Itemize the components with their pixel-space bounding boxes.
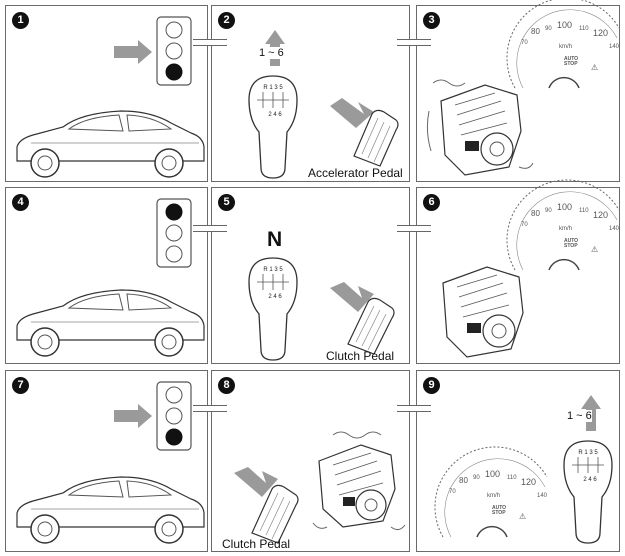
car-icon [16, 289, 205, 357]
engine-icon [442, 266, 524, 358]
car-icon [16, 476, 205, 544]
gear-pattern-top: R 1 3 5 [578, 450, 598, 456]
svg-text:90: 90 [545, 26, 552, 32]
svg-text:140: 140 [609, 226, 620, 232]
clutch-pedal-icon [234, 467, 299, 544]
step-number-badge: 8 [218, 377, 235, 394]
pedal-caption: Clutch Pedal [222, 537, 291, 551]
clutch-pedal-icon [330, 282, 395, 355]
svg-text:80: 80 [459, 476, 468, 485]
speedometer-icon: 70 80 90 100 110 120 140 km/h AUTO STOP … [434, 446, 548, 538]
gear-pattern-bottom: 2 4 6 [268, 112, 282, 118]
traffic-light-icon [156, 381, 192, 451]
svg-text:⚠: ⚠ [591, 63, 598, 72]
shift-range-label: 1 ~ 6 [567, 410, 592, 422]
gear-pattern-top: R 1 3 5 [263, 85, 283, 91]
gear-shift-knob-icon: R 1 3 5 2 4 6 [248, 75, 298, 179]
gear-shift-knob-icon: R 1 3 5 2 4 6 [563, 440, 613, 544]
speedometer-icon: 70 80 90 100 110 120 140 km/h AUTO STOP … [506, 179, 620, 271]
step-8-panel: 8 Clutch Pedal [211, 370, 410, 552]
connector-1-2 [193, 39, 227, 46]
svg-text:AUTO: AUTO [492, 505, 506, 511]
engine-running-icon [426, 79, 534, 176]
svg-text:km/h: km/h [559, 44, 572, 50]
svg-text:⚠: ⚠ [519, 512, 526, 521]
svg-text:⚠: ⚠ [591, 245, 598, 254]
step-4-panel: 4 [5, 187, 208, 364]
neutral-gear-label: N [267, 228, 283, 251]
svg-text:STOP: STOP [564, 61, 578, 67]
connector-7-8 [193, 405, 227, 412]
svg-text:120: 120 [593, 28, 608, 38]
connector-8-9 [397, 405, 431, 412]
svg-text:STOP: STOP [564, 243, 578, 249]
step-number-badge: 5 [218, 194, 235, 211]
gear-shift-knob-icon: R 1 3 5 2 4 6 [248, 257, 298, 361]
shift-range-label: 1 ~ 6 [259, 47, 284, 59]
traffic-light-icon [156, 16, 192, 86]
connector-5-6 [397, 225, 431, 232]
step-2-panel: 2 1 ~ 6 R 1 3 5 2 4 6 Accelerator Pedal [211, 5, 410, 182]
step-3-panel: 3 70 80 90 100 110 120 140 km/h AUTO STO… [416, 0, 620, 182]
svg-text:STOP: STOP [492, 510, 506, 516]
step-7-panel: 7 [5, 370, 208, 552]
svg-text:110: 110 [579, 26, 589, 32]
svg-text:AUTO: AUTO [564, 56, 578, 62]
speedometer-icon: 70 80 90 100 110 120 140 km/h AUTO STOP … [506, 0, 620, 89]
svg-text:100: 100 [485, 469, 500, 479]
svg-text:km/h: km/h [487, 493, 500, 499]
engine-running-icon [312, 431, 406, 531]
step-number-badge: 6 [423, 194, 440, 211]
connector-4-5 [193, 225, 227, 232]
svg-text:140: 140 [609, 44, 620, 50]
step-number-badge: 4 [12, 194, 29, 211]
step-5-panel: 5 N R 1 3 5 2 4 6 Clutch Pedal [211, 187, 410, 364]
step-number-badge: 3 [423, 12, 440, 29]
step-1-panel: 1 [5, 5, 208, 182]
arrow-right-icon [114, 404, 152, 428]
svg-text:90: 90 [473, 475, 480, 481]
svg-text:90: 90 [545, 208, 552, 214]
gear-pattern-bottom: 2 4 6 [268, 294, 282, 300]
gear-pattern-bottom: 2 4 6 [583, 477, 597, 483]
step-number-badge: 9 [423, 377, 440, 394]
pedal-caption: Accelerator Pedal [308, 166, 403, 180]
gear-pattern-top: R 1 3 5 [263, 267, 283, 273]
svg-text:140: 140 [537, 493, 548, 499]
step-number-badge: 7 [12, 377, 29, 394]
arrow-right-icon [114, 40, 152, 64]
step-6-panel: 6 70 80 90 100 110 120 140 km/h AUTO STO… [416, 179, 620, 364]
svg-text:70: 70 [449, 489, 456, 495]
step-number-badge: 1 [12, 12, 29, 29]
svg-text:AUTO: AUTO [564, 238, 578, 244]
svg-text:100: 100 [557, 202, 572, 212]
svg-text:120: 120 [521, 477, 536, 487]
svg-text:70: 70 [521, 40, 528, 46]
accelerator-pedal-icon [330, 98, 399, 167]
svg-text:110: 110 [579, 208, 589, 214]
svg-text:110: 110 [507, 475, 517, 481]
step-9-panel: 9 70 80 90 100 110 120 140 km/h AUTO STO… [416, 370, 620, 552]
step-number-badge: 2 [218, 12, 235, 29]
svg-text:80: 80 [531, 27, 540, 36]
svg-text:km/h: km/h [559, 226, 572, 232]
car-icon [16, 110, 205, 178]
pedal-caption: Clutch Pedal [326, 349, 395, 363]
svg-text:100: 100 [557, 20, 572, 30]
svg-text:70: 70 [521, 222, 528, 228]
svg-text:80: 80 [531, 209, 540, 218]
traffic-light-icon [156, 198, 192, 268]
svg-text:120: 120 [593, 210, 608, 220]
connector-2-3 [397, 39, 431, 46]
